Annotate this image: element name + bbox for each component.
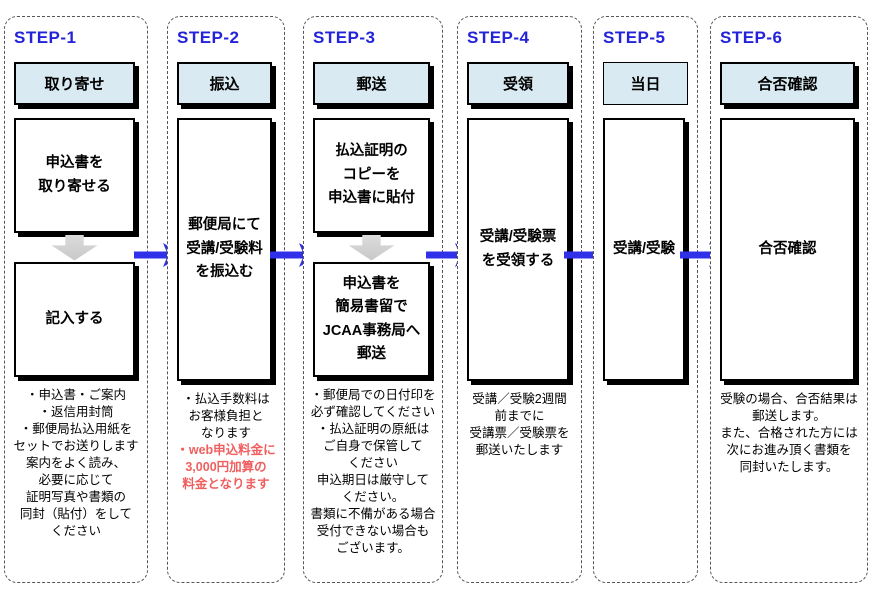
step-content: 受講/受験 [603, 118, 685, 381]
flow-box-text: 取り寄せる [38, 178, 111, 195]
flow-box-text: コピーを [342, 166, 401, 183]
down-arrow-icon [51, 234, 98, 261]
step-column-5: STEP-5 当日受講/受験 [593, 16, 698, 583]
step-label: STEP-4 [467, 28, 530, 47]
step-content: 受講/受験票を受領する [467, 118, 569, 381]
footer-note-line: 案内をよく読み、 [25, 456, 126, 470]
flow-box-text: 簡易書留で [335, 299, 408, 316]
footer-note-line: ございます。 [336, 541, 410, 555]
footer-note-line: 必要に応じて [38, 473, 114, 487]
flow-box-text: を振込む [195, 264, 254, 281]
flow-box: 申込書を取り寄せる [14, 118, 135, 233]
flow-box: 記入する [14, 262, 135, 377]
footer-note-line: ・郵便局払込用紙を [19, 422, 133, 436]
flow-box-text: 払込証明の [335, 143, 408, 160]
step-header-box: 郵送 [313, 62, 430, 105]
footer-note-line: ・郵便局での日付印を [310, 388, 436, 402]
footer-note-line: お客様負担と [188, 409, 264, 423]
footer-note-line: なります [200, 426, 251, 440]
flow-box-text: 申込書を [342, 275, 401, 292]
footer-note-line: 書類に不備がある場合 [310, 507, 436, 521]
footer-note-line: 受験の場合、合否結果は [720, 392, 858, 406]
down-arrow-gap [313, 233, 430, 262]
flow-box-text: 受講/受験料 [186, 240, 263, 257]
footer-note-line: ご自身で保管して [323, 439, 423, 453]
flow-box-text: 記入する [45, 310, 104, 327]
step-content: 合否確認 [720, 118, 855, 381]
flow-box: 受講/受験 [603, 118, 685, 381]
step-footer-notes: 受験の場合、合否結果は郵送します。また、合格された方には次にお進み頂く書類を同封… [715, 391, 863, 476]
footer-note-line: 受講／受験2週間 [472, 392, 567, 406]
step-label: STEP-5 [603, 28, 666, 47]
step-header-box: 合否確認 [720, 62, 855, 105]
footer-note-line: ・払込証明の原紙は [316, 422, 430, 436]
flow-box-text: JCAA事務局へ [322, 322, 421, 339]
footer-note-line: ください [347, 456, 398, 470]
footer-note-line: 同封（貼付）をして [19, 507, 133, 521]
down-arrow-gap [14, 233, 135, 262]
footer-note-line: ・web申込料金に [176, 443, 276, 457]
footer-note-line: 申込期日は厳守して [316, 473, 430, 487]
step-column-4: STEP-4 受領受講/受験票を受領する受講／受験2週間前までに受講票／受験票を郵… [457, 16, 582, 583]
footer-note-line: 前までに [494, 409, 545, 423]
step-content: 郵便局にて受講/受験料を振込む [177, 118, 272, 381]
step-column-2: STEP-2 振込郵便局にて受講/受験料を振込む・払込手数料はお客様負担となります… [167, 16, 285, 583]
footer-note-line: 必ず確認してください [310, 405, 436, 419]
footer-note-line: ・返信用封筒 [38, 405, 114, 419]
flow-box-text: 申込書を [45, 155, 104, 172]
footer-note-line: 料金となります [182, 477, 270, 491]
step-label: STEP-2 [177, 28, 240, 47]
step-label: STEP-6 [720, 28, 783, 47]
step-footer-notes: ・払込手数料はお客様負担となります・web申込料金に 3,000円加算の料金となり… [172, 391, 280, 493]
flow-box-text: 申込書に貼付 [328, 190, 415, 207]
step-label: STEP-1 [14, 28, 77, 47]
step-footer-notes: 受講／受験2週間前までに受講票／受験票を郵送いたします [462, 391, 577, 459]
step-label: STEP-3 [313, 28, 376, 47]
footer-note-line: ・申込書・ご案内 [25, 388, 126, 402]
step-header-box: 振込 [177, 62, 272, 105]
footer-note-line: 証明写真や書類の [25, 490, 126, 504]
flow-box: 合否確認 [720, 118, 855, 381]
footer-note-line: ください。 [341, 490, 405, 504]
step-header-box: 当日 [603, 62, 688, 105]
flow-box-text: 郵送 [357, 345, 386, 362]
flow-box-text: 受講/受験 [612, 240, 676, 257]
footer-note-line: また、合格された方には [720, 426, 858, 440]
footer-note-line: 次にお進み頂く書類を [726, 443, 852, 457]
footer-note-line: 郵送いたします [475, 443, 564, 457]
footer-note-line: 郵送します。 [752, 409, 826, 423]
step-footer-notes: ・郵便局での日付印を必ず確認してください・払込証明の原紙はご自身で保管してくださ… [308, 387, 438, 557]
footer-note-line: 受付できない場合も [316, 524, 430, 538]
step-column-1: STEP-1 取り寄せ申込書を取り寄せる記入する・申込書・ご案内・返信用封筒・郵便… [4, 16, 148, 583]
flow-box-text: 郵便局にて [188, 217, 261, 234]
step-header-box: 取り寄せ [14, 62, 135, 105]
footer-note-line: 同封いたします。 [739, 460, 839, 474]
down-arrow-icon [348, 234, 395, 261]
footer-note-line: セットでお送りします [13, 439, 139, 453]
step-header-box: 受領 [467, 62, 569, 105]
step-footer-notes: ・申込書・ご案内・返信用封筒・郵便局払込用紙をセットでお送りします案内をよく読み… [9, 387, 143, 540]
flow-box-text: を受領する [481, 252, 555, 269]
footer-note-line: ください [50, 524, 101, 538]
flow-box: 郵便局にて受講/受験料を振込む [177, 118, 272, 381]
footer-note-line: ・払込手数料は [182, 392, 270, 406]
step-content: 申込書を取り寄せる記入する [14, 118, 135, 377]
flow-box: 払込証明のコピーを申込書に貼付 [313, 118, 430, 233]
flow-box: 受講/受験票を受領する [467, 118, 569, 381]
flow-box-text: 合否確認 [758, 240, 817, 257]
step-content: 払込証明のコピーを申込書に貼付申込書を簡易書留で JCAA事務局へ郵送 [313, 118, 430, 377]
flow-box-text: 受講/受験票 [479, 229, 557, 246]
footer-note-line: 受講票／受験票を [469, 426, 570, 440]
flow-box: 申込書を簡易書留で JCAA事務局へ郵送 [313, 262, 430, 377]
footer-note-line: 3,000円加算の [185, 460, 267, 474]
